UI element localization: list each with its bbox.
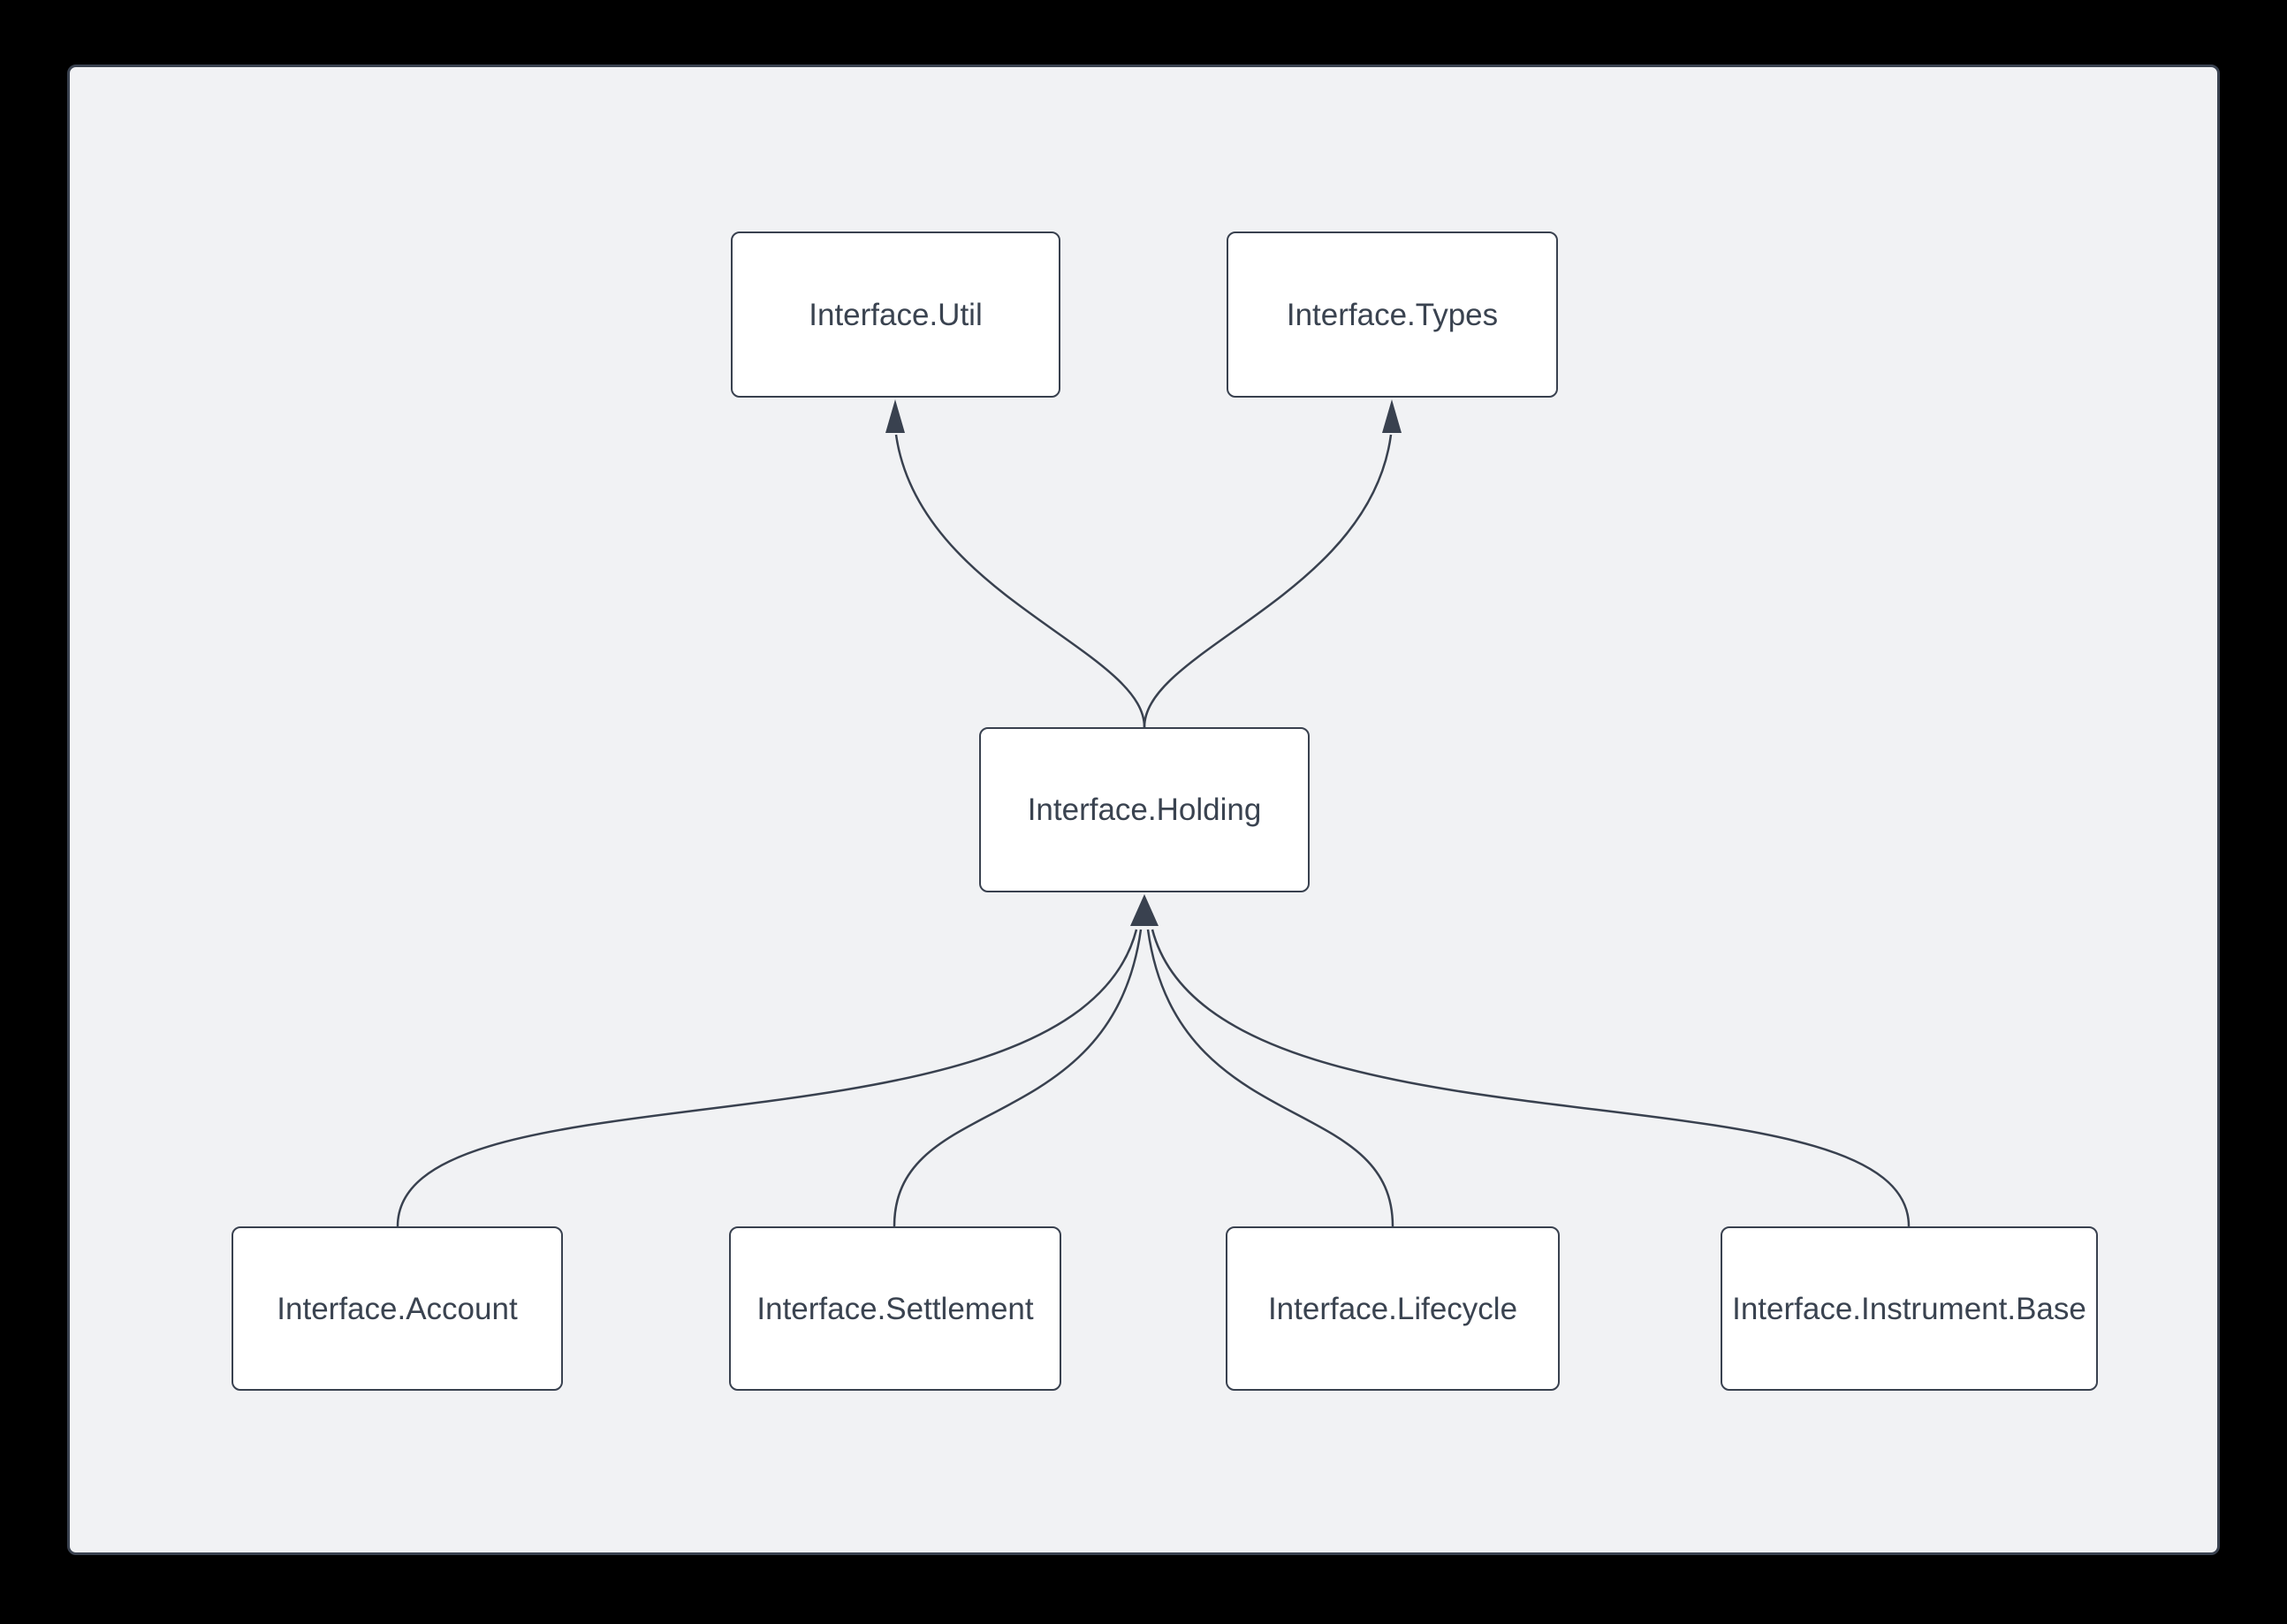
node-label: Interface.Lifecycle [1267, 1291, 1518, 1326]
node-label: Interface.Instrument.Base [1732, 1291, 2086, 1326]
node-interface-account: Interface.Account [232, 1226, 563, 1391]
node-label: Interface.Holding [1027, 793, 1262, 827]
node-interface-util: Interface.Util [731, 231, 1060, 398]
node-label: Interface.Settlement [756, 1291, 1034, 1326]
node-interface-lifecycle: Interface.Lifecycle [1226, 1226, 1560, 1391]
node-interface-instrument-base: Interface.Instrument.Base [1721, 1226, 2098, 1391]
node-label: Interface.Account [277, 1291, 518, 1326]
node-interface-settlement: Interface.Settlement [729, 1226, 1061, 1391]
node-interface-holding: Interface.Holding [979, 727, 1310, 892]
node-interface-types: Interface.Types [1227, 231, 1558, 398]
node-label: Interface.Util [809, 297, 983, 332]
node-label: Interface.Types [1286, 297, 1499, 332]
